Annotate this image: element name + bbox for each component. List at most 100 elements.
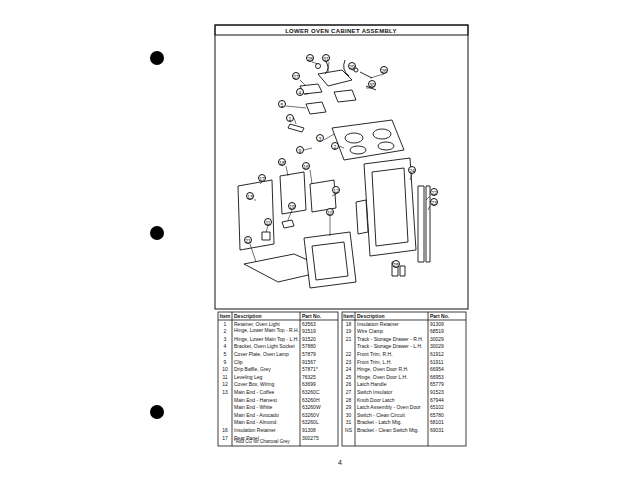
part-number: 63260L [302, 420, 319, 425]
item-number: 17 [222, 436, 228, 441]
part-number: 30029 [430, 337, 444, 342]
frame [215, 25, 468, 309]
part-description: Description [357, 314, 385, 319]
callout-number: 23 [430, 198, 438, 206]
binder-holes [150, 51, 164, 419]
callout-number: 16 [302, 162, 310, 170]
part-description: Bracket - Clean Switch Mtg. [357, 428, 419, 433]
item-number: 3 [224, 337, 227, 342]
part-description: Cover Box, Wiring [234, 382, 274, 387]
part-description: Description [234, 314, 262, 319]
callout-number: 30 [368, 80, 376, 88]
item-number: Item [343, 314, 353, 319]
part-number: 63260V [302, 413, 319, 418]
item-number: 9 [224, 360, 227, 365]
item-number: 12 [222, 382, 228, 387]
part-description: Drip Baffle, Grey [234, 367, 271, 372]
callout-number: 17 [258, 174, 266, 182]
callout-number: 29 [348, 62, 356, 70]
parts-table-grid [218, 312, 466, 446]
part-description: Front Trim, R.H. [357, 352, 393, 357]
part-number: 63699 [302, 382, 316, 387]
part-number: 61912 [430, 352, 444, 357]
part-number: 63260W [302, 405, 321, 410]
callout-number: 4 [296, 88, 304, 96]
part-description: Hinge, Oven Door R.H. [357, 367, 408, 372]
callout-number: 31 [322, 54, 330, 62]
part-description: Wire Clamp [357, 329, 383, 334]
part-description: Clip [234, 360, 243, 365]
part-description: Main End - White [234, 405, 272, 410]
part-number: 91519 [302, 329, 316, 334]
part-description: Cover Plate, Oven Lamp [234, 352, 289, 357]
part-number: 91309 [430, 322, 444, 327]
part-description: Hinge, Lower Main Top - R.H. [234, 329, 299, 334]
part-number: 91523 [430, 390, 444, 395]
part-number: 63563 [302, 322, 316, 327]
item-number: NS [345, 428, 352, 433]
part-number: 57871* [302, 367, 318, 372]
part-number: 66954 [430, 367, 444, 372]
part-description: Bracket - Latch Mtg. [357, 420, 402, 425]
item-number: 10 [222, 367, 228, 372]
part-description: Leveling Leg [234, 375, 262, 380]
part-number: Part No. [430, 314, 449, 319]
part-description: Bracket, Oven Light Socket [234, 344, 295, 349]
part-description: Switch Insulator [357, 390, 392, 395]
part-number: 57880 [302, 344, 316, 349]
item-number: 2 [224, 329, 227, 334]
part-number: 68101 [430, 420, 444, 425]
item-number: 1 [224, 322, 227, 327]
item-number: 21 [346, 337, 352, 342]
callout-number: 12 [332, 186, 340, 194]
item-number: 16 [222, 428, 228, 433]
parts-drawing [238, 60, 430, 288]
part-number: 66953 [430, 375, 444, 380]
page-number: 4 [338, 459, 342, 466]
item-number: 18 [346, 322, 352, 327]
part-number: 65780 [430, 413, 444, 418]
part-number: 91567 [302, 360, 316, 365]
part-description: Latch Assembly - Oven Door [357, 405, 421, 410]
part-number: 76325 [302, 375, 316, 380]
part-number: 67944 [430, 398, 444, 403]
part-description: Insulation Retainer [234, 428, 276, 433]
part-number: 65779 [430, 382, 444, 387]
part-number: 69031 [430, 428, 444, 433]
item-number: 28 [346, 398, 352, 403]
callout-number: 25 [392, 260, 400, 268]
item-number: 22 [346, 352, 352, 357]
callout-number: 1 [286, 114, 294, 122]
part-description: Main End - Avocado [234, 413, 279, 418]
item-number: 29 [346, 405, 352, 410]
part-number: 63260C [302, 390, 320, 395]
part-description: Front Trim, L.H. [357, 360, 392, 365]
part-description: Main End - Almond [234, 420, 276, 425]
part-description: Latch Handle [357, 382, 386, 387]
part-number: 63260H [302, 398, 320, 403]
item-number: 31 [346, 420, 352, 425]
callout-number: 5 [278, 100, 286, 108]
item-number: 25 [346, 375, 352, 380]
callout-number: 2 [331, 142, 339, 150]
part-number: 57879 [302, 352, 316, 357]
item-number: 13 [222, 390, 228, 395]
leader-lines [250, 62, 430, 268]
diagram-title: LOWER OVEN CABINET ASSEMBLY [285, 28, 397, 34]
part-description: Knob Door Latch [357, 398, 395, 403]
callout-number: 3 [316, 134, 324, 142]
item-number: 30 [346, 413, 352, 418]
item-number: 4 [224, 344, 227, 349]
part-description: Track - Storage Drawer - R.H. [357, 337, 423, 342]
callout-number: 18 [278, 158, 286, 166]
part-description: Track - Storage Drawer - L.H. [357, 344, 422, 349]
part-description: Hinge, Oven Door L.H. [357, 375, 408, 380]
item-number: 11 [222, 375, 227, 380]
part-number: 30029 [430, 344, 444, 349]
part-number: 68519 [430, 329, 444, 334]
item-number: Item [220, 314, 230, 319]
part-description: Retainer, Oven Light [234, 322, 280, 327]
item-number: 26 [346, 382, 352, 387]
item-number: 19 [346, 329, 352, 334]
